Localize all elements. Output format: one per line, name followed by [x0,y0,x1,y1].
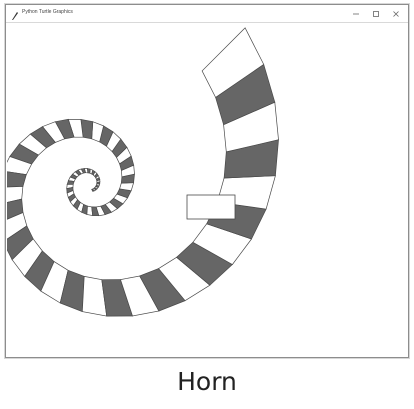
horn-mouth-segment [186,194,236,220]
horn-segment [201,27,265,98]
horn-segment [7,186,24,203]
horn-segment [7,156,33,175]
title-bar[interactable]: Python Turtle Graphics [6,5,408,23]
horn-segment [7,171,27,188]
turtle-canvas [7,23,407,356]
turtle-window: Python Turtle Graphics [5,4,409,358]
close-icon [392,10,400,18]
minimize-button[interactable] [346,5,366,22]
maximize-icon [372,10,380,18]
maximize-button[interactable] [366,5,386,22]
figure-caption: Horn [177,367,237,396]
horn-segment [7,212,28,240]
minimize-icon [352,10,360,18]
horn-segment [7,198,24,220]
horn-spiral [7,27,279,317]
close-button[interactable] [386,5,406,22]
feather-icon [10,8,20,20]
window-title: Python Turtle Graphics [22,9,73,15]
horn-segment [66,180,75,185]
